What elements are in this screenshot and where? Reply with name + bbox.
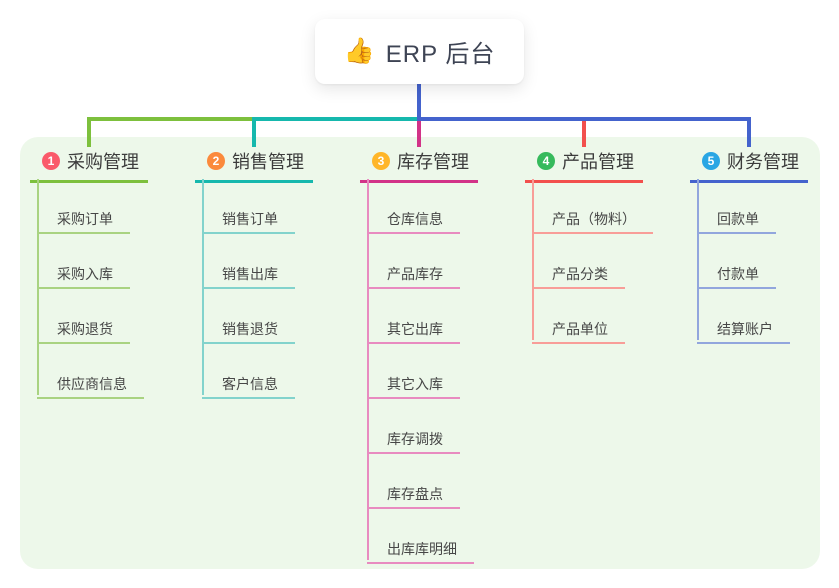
child-topic[interactable]: 其它入库 bbox=[367, 362, 460, 399]
child-topic-label: 采购订单 bbox=[57, 210, 113, 227]
branch-topic-label: 采购管理 bbox=[67, 152, 139, 172]
root-node-label: ERP 后台 bbox=[385, 41, 496, 68]
child-topic[interactable]: 回款单 bbox=[697, 197, 776, 234]
branch-topic[interactable]: 3 库存管理 bbox=[360, 148, 478, 183]
child-topic-label: 付款单 bbox=[717, 265, 759, 282]
child-topic-label: 采购入库 bbox=[57, 265, 113, 282]
branch-topic-label: 库存管理 bbox=[397, 152, 469, 172]
mindmap-canvas bbox=[20, 137, 820, 569]
branch-drop-line bbox=[747, 119, 751, 147]
child-topic[interactable]: 产品分类 bbox=[532, 252, 625, 289]
branch-topic[interactable]: 2 销售管理 bbox=[195, 148, 313, 183]
child-topic[interactable]: 出库库明细 bbox=[367, 527, 474, 564]
child-topic[interactable]: 产品单位 bbox=[532, 307, 625, 344]
child-topic[interactable]: 供应商信息 bbox=[37, 362, 144, 399]
bus-segment bbox=[87, 117, 256, 121]
child-topic[interactable]: 仓库信息 bbox=[367, 197, 460, 234]
child-topic-label: 产品（物料） bbox=[552, 210, 636, 227]
child-topic-label: 产品分类 bbox=[552, 265, 608, 282]
child-topic-label: 结算账户 bbox=[717, 320, 773, 337]
priority-badge-icon: 5 bbox=[702, 152, 720, 170]
child-topic[interactable]: 其它出库 bbox=[367, 307, 460, 344]
child-topic-label: 客户信息 bbox=[222, 375, 278, 392]
child-topic[interactable]: 采购订单 bbox=[37, 197, 130, 234]
child-topic-label: 采购退货 bbox=[57, 320, 113, 337]
branch-drop-line bbox=[582, 119, 586, 147]
branch-drop-line bbox=[87, 119, 91, 147]
child-topic[interactable]: 付款单 bbox=[697, 252, 776, 289]
child-topic[interactable]: 产品（物料） bbox=[532, 197, 653, 234]
branch-topic-label: 销售管理 bbox=[232, 152, 304, 172]
child-topic-label: 库存盘点 bbox=[387, 485, 443, 502]
branch-topic-label: 财务管理 bbox=[727, 152, 799, 172]
child-topic-label: 产品库存 bbox=[387, 265, 443, 282]
child-topic-label: 其它入库 bbox=[387, 375, 443, 392]
branch-topic[interactable]: 1 采购管理 bbox=[30, 148, 148, 183]
bus-segment bbox=[252, 117, 421, 121]
branch-drop-line bbox=[417, 119, 421, 147]
child-topic[interactable]: 采购入库 bbox=[37, 252, 130, 289]
priority-badge-icon: 1 bbox=[42, 152, 60, 170]
child-topic[interactable]: 销售退货 bbox=[202, 307, 295, 344]
child-topic[interactable]: 库存调拨 bbox=[367, 417, 460, 454]
child-topic-label: 产品单位 bbox=[552, 320, 608, 337]
branch-topic-label: 产品管理 bbox=[562, 152, 634, 172]
child-topic[interactable]: 销售订单 bbox=[202, 197, 295, 234]
priority-badge-icon: 3 bbox=[372, 152, 390, 170]
thumbs-up-icon: 👍 bbox=[343, 37, 375, 65]
branch-topic[interactable]: 4 产品管理 bbox=[525, 148, 643, 183]
bus-segment bbox=[417, 117, 751, 121]
child-topic-label: 销售退货 bbox=[222, 320, 278, 337]
child-topic[interactable]: 库存盘点 bbox=[367, 472, 460, 509]
child-topic[interactable]: 销售出库 bbox=[202, 252, 295, 289]
child-topic-label: 出库库明细 bbox=[387, 540, 457, 557]
root-node[interactable]: 👍 ERP 后台 bbox=[315, 19, 524, 84]
branch-topic[interactable]: 5 财务管理 bbox=[690, 148, 808, 183]
child-topic-label: 其它出库 bbox=[387, 320, 443, 337]
child-topic-label: 回款单 bbox=[717, 210, 759, 227]
child-topic-label: 供应商信息 bbox=[57, 375, 127, 392]
child-topic-label: 库存调拨 bbox=[387, 430, 443, 447]
child-topic[interactable]: 采购退货 bbox=[37, 307, 130, 344]
child-topic-label: 仓库信息 bbox=[387, 210, 443, 227]
child-topic-label: 销售出库 bbox=[222, 265, 278, 282]
branch-drop-line bbox=[252, 119, 256, 147]
child-topic[interactable]: 结算账户 bbox=[697, 307, 790, 344]
child-topic[interactable]: 产品库存 bbox=[367, 252, 460, 289]
child-topic[interactable]: 客户信息 bbox=[202, 362, 295, 399]
root-connector-line bbox=[417, 84, 421, 120]
priority-badge-icon: 4 bbox=[537, 152, 555, 170]
child-topic-label: 销售订单 bbox=[222, 210, 278, 227]
priority-badge-icon: 2 bbox=[207, 152, 225, 170]
